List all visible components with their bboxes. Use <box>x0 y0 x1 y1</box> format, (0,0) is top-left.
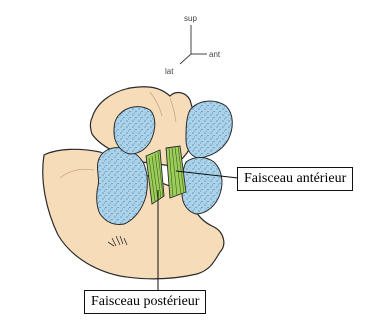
axis-label-sup: sup <box>184 14 197 23</box>
middle-facet-stipple <box>182 158 222 215</box>
axis-label-ant: ant <box>209 50 221 59</box>
label-faisceau-posterieur: Faisceau postérieur <box>84 290 206 314</box>
axis-label-lat: lat <box>165 67 174 76</box>
label-faisceau-anterieur: Faisceau antérieur <box>237 167 353 191</box>
anterior-facet-stipple <box>186 101 232 158</box>
orientation-axes: sup ant lat <box>165 14 221 76</box>
